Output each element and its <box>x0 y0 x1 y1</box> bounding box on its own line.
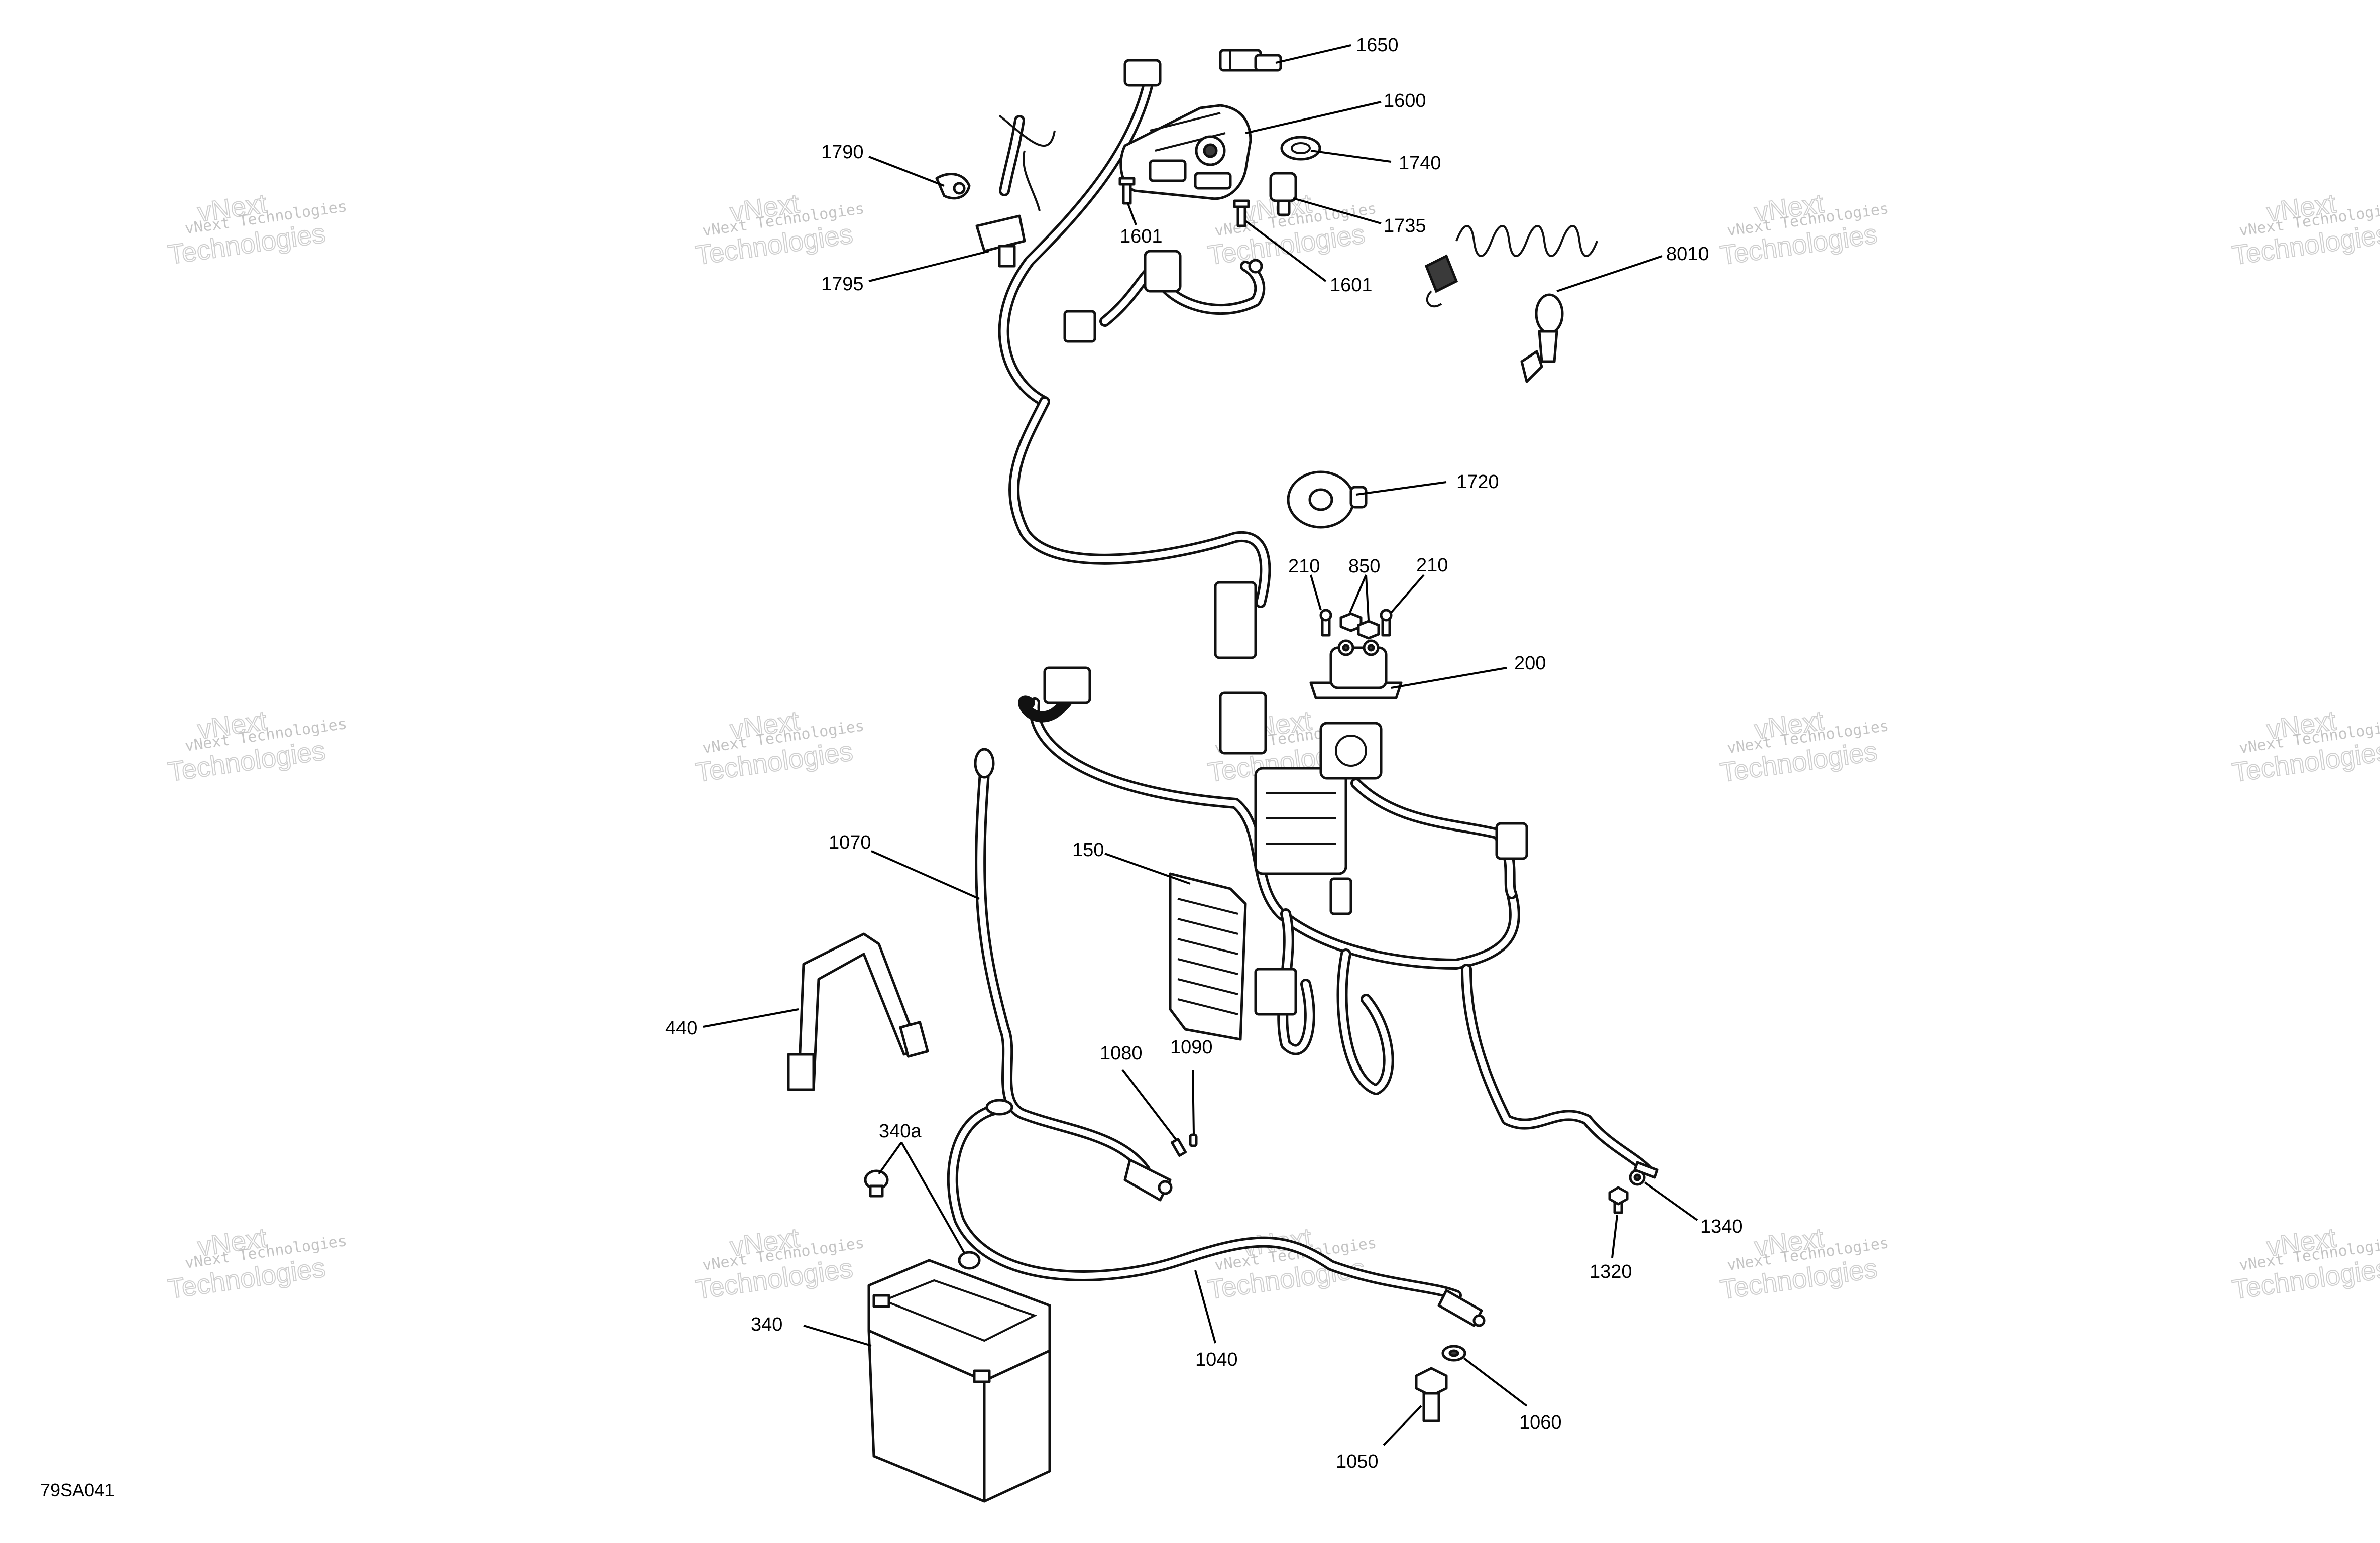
harness-connector <box>1254 968 1297 1016</box>
callout-1601: 1601 <box>1120 226 1163 247</box>
screw-210 <box>1380 609 1393 637</box>
callout-1795: 1795 <box>821 274 864 295</box>
cap-1720 <box>1287 470 1368 529</box>
watermark: vNext vNext Technologies Technologies <box>166 705 348 788</box>
regulator-150 <box>1169 872 1247 1041</box>
harness-connector <box>1043 666 1091 704</box>
watermark: vNext vNext Technologies Technologies <box>693 188 865 271</box>
tether-cord-8010 <box>1424 225 1598 383</box>
watermark: vNext vNext Technologies Technologies <box>1718 188 1890 271</box>
harness-connector <box>1214 581 1257 659</box>
harness-connector <box>1219 691 1267 755</box>
bolt-1080 <box>1170 1138 1187 1157</box>
nut-850 <box>1339 612 1380 640</box>
callout-1340: 1340 <box>1700 1216 1743 1237</box>
connector-1650 <box>1219 49 1282 72</box>
watermark: vNext vNext Technologies Technologies <box>693 1222 865 1305</box>
watermark: vNext vNext Technologies Technologies <box>1205 1222 1378 1305</box>
bolt-1050 <box>1415 1367 1448 1422</box>
callout-1090: 1090 <box>1170 1037 1213 1058</box>
screw-1601 <box>1233 199 1250 227</box>
clip-1790 <box>935 173 971 200</box>
watermark: vNext vNext Technologies Technologies <box>2230 188 2380 271</box>
callout-150: 150 <box>1072 840 1104 861</box>
terminal-cap-340a <box>958 1251 981 1270</box>
watermarks: vNext vNext Technologies Technologies vN… <box>166 188 2380 1305</box>
harness-connector <box>1329 877 1352 915</box>
watermark: vNext vNext Technologies Technologies <box>693 705 865 788</box>
callout-1601: 1601 <box>1330 275 1373 296</box>
callout-1650: 1650 <box>1356 35 1399 56</box>
callout-1050: 1050 <box>1336 1451 1379 1472</box>
callout-1790: 1790 <box>821 142 864 163</box>
callout-1740: 1740 <box>1399 153 1441 174</box>
harness-connector <box>1063 310 1096 343</box>
terminal-cap-340a <box>864 1169 889 1198</box>
nut-1090 <box>1189 1133 1198 1147</box>
leader-lines <box>703 44 1698 1446</box>
washer-1060 <box>1441 1345 1466 1362</box>
main-harness <box>998 70 1653 1175</box>
callout-440: 440 <box>665 1018 697 1039</box>
callout-1070: 1070 <box>829 832 871 853</box>
callout-1720: 1720 <box>1456 471 1499 493</box>
switch-1735 <box>1269 172 1297 216</box>
fuse-box <box>1254 767 1347 875</box>
harness-connector <box>1144 250 1182 293</box>
watermark: vNext vNext Technologies Technologies <box>2230 705 2380 788</box>
watermark: vNext vNext Technologies Technologies <box>2230 1222 2380 1305</box>
callout-8010: 8010 <box>1666 244 1709 265</box>
washer-1340 <box>1629 1169 1646 1186</box>
battery-340 <box>867 1259 1051 1503</box>
bolt-1320 <box>1608 1186 1629 1214</box>
cable-1070 <box>974 748 1173 1202</box>
grommet-1740 <box>1280 136 1321 161</box>
callout-340: 340 <box>751 1314 782 1335</box>
callout-1060: 1060 <box>1519 1412 1562 1433</box>
figure-id: 79SA041 <box>40 1480 115 1500</box>
callout-210: 210 <box>1288 556 1320 577</box>
watermark: vNext vNext Technologies Technologies <box>1718 705 1890 788</box>
solenoid-200 <box>1309 639 1403 699</box>
callout-340a: 340a <box>879 1121 922 1142</box>
callout-850: 850 <box>1348 556 1380 577</box>
harness-junction <box>1319 722 1383 780</box>
sensor-1795 <box>975 214 1026 268</box>
callout-210: 210 <box>1416 555 1448 576</box>
battery-strap-440 <box>787 932 929 1091</box>
cable-1040 <box>947 1099 1486 1327</box>
key-module-1600 <box>1119 104 1252 200</box>
nut <box>1248 259 1263 274</box>
screw-210 <box>1319 609 1332 637</box>
watermark: vNext vNext Technologies Technologies <box>166 1222 348 1305</box>
callout-1600: 1600 <box>1384 90 1426 111</box>
callout-1735: 1735 <box>1384 215 1426 236</box>
harness-terminal <box>1633 1161 1659 1179</box>
callout-1080: 1080 <box>1100 1043 1143 1064</box>
connector-top <box>1123 59 1162 87</box>
callout-1320: 1320 <box>1590 1261 1632 1282</box>
harness-connector <box>1495 822 1528 860</box>
callout-labels: 1650 1600 1790 1740 1735 1601 1601 1795 … <box>665 35 1743 1472</box>
callout-1040: 1040 <box>1195 1349 1238 1370</box>
callout-200: 200 <box>1514 653 1546 674</box>
watermark: vNext vNext Technologies Technologies <box>166 188 348 271</box>
